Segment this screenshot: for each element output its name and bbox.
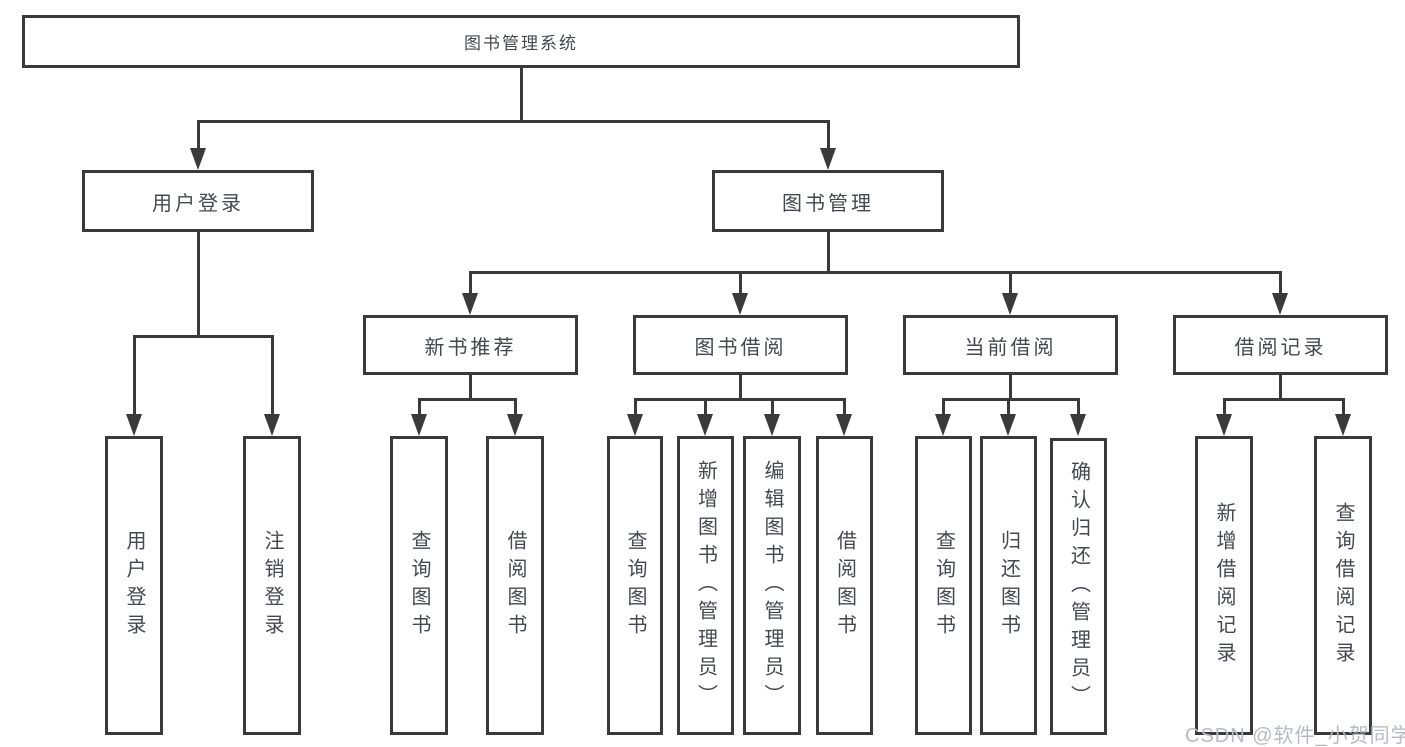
node-user-login: 用户登录 <box>82 170 314 232</box>
arrowhead-down <box>836 414 852 436</box>
leaf-add-borrow-record: 新增借阅记录 <box>1195 436 1253 735</box>
connector-drop <box>514 398 517 415</box>
node-root: 图书管理系统 <box>22 15 1020 68</box>
leaf-user-login-label: 用户登录 <box>123 529 145 642</box>
leaf-return-book-label: 归还图书 <box>997 529 1020 642</box>
connector-drop <box>1009 271 1012 295</box>
connector-drop <box>133 335 136 415</box>
leaf-return-book: 归还图书 <box>980 436 1037 735</box>
arrowhead-down <box>1002 293 1018 315</box>
leaf-borrow-books-recommend: 借阅图书 <box>486 436 544 735</box>
node-user-login-label: 用户登录 <box>152 192 244 215</box>
leaf-query-books-borrow-label: 查询图书 <box>624 529 646 642</box>
connector-drop <box>1279 271 1282 295</box>
leaf-query-books-borrow: 查询图书 <box>607 436 663 735</box>
connector-new-book-rail <box>419 398 517 401</box>
connector-drop <box>1342 398 1345 415</box>
leaf-borrow-books-recommend-label: 借阅图书 <box>504 529 526 642</box>
arrowhead-down <box>764 414 780 436</box>
leaf-query-borrow-record: 查询借阅记录 <box>1314 436 1372 735</box>
arrowhead-down <box>190 148 206 170</box>
connector-drop <box>1077 398 1080 415</box>
arrowhead-down <box>1272 293 1288 315</box>
node-book-borrow-label: 图书借阅 <box>694 336 787 359</box>
connector-book-management-rail <box>470 271 1282 274</box>
arrowhead-down <box>1070 414 1086 436</box>
connector-drop <box>634 398 637 415</box>
arrowhead-down <box>820 148 836 170</box>
arrowhead-down <box>126 414 142 436</box>
leaf-query-books-recommend: 查询图书 <box>390 436 448 735</box>
leaf-confirm-return-admin-label: 确认归还（管理员） <box>1067 460 1090 713</box>
leaf-query-books-current-label: 查询图书 <box>932 529 955 642</box>
connector-root-stub <box>520 68 523 123</box>
leaf-logout: 注销登录 <box>243 436 301 735</box>
connector-drop <box>739 271 742 295</box>
leaf-add-book-admin-label: 新增图书（管理员） <box>694 459 717 712</box>
connector-current-borrow-stub <box>1009 375 1012 401</box>
connector-drop <box>704 398 707 415</box>
arrowhead-down <box>462 293 478 315</box>
connector-drop <box>418 398 421 415</box>
node-current-borrow: 当前借阅 <box>903 315 1118 375</box>
arrowhead-down <box>1335 414 1351 436</box>
leaf-edit-book-admin: 编辑图书（管理员） <box>743 436 801 735</box>
leaf-query-books-recommend-label: 查询图书 <box>408 529 430 642</box>
connector-book-borrow-stub <box>739 375 742 401</box>
leaf-query-books-current: 查询图书 <box>915 436 972 735</box>
arrowhead-down <box>935 414 951 436</box>
node-new-book-recommend-label: 新书推荐 <box>424 336 517 359</box>
connector-drop <box>827 120 830 150</box>
connector-book-management-stub <box>827 232 830 274</box>
arrowhead-down <box>264 414 280 436</box>
connector-borrow-records-stub <box>1279 375 1282 401</box>
connector-drop <box>771 398 774 415</box>
leaf-edit-book-admin-label: 编辑图书（管理员） <box>761 459 783 712</box>
leaf-query-borrow-record-label: 查询借阅记录 <box>1332 501 1354 670</box>
arrowhead-down <box>732 293 748 315</box>
connector-drop <box>942 398 945 415</box>
connector-drop <box>469 271 472 295</box>
arrowhead-down <box>1000 414 1016 436</box>
arrowhead-down <box>507 414 523 436</box>
connector-book-borrow-rail <box>635 398 846 401</box>
node-root-label: 图书管理系统 <box>464 34 578 53</box>
node-book-borrow: 图书借阅 <box>633 315 848 375</box>
arrowhead-down <box>627 414 643 436</box>
connector-root-rail <box>198 120 830 123</box>
connector-new-book-stub <box>469 375 472 401</box>
leaf-add-borrow-record-label: 新增借阅记录 <box>1213 501 1235 670</box>
leaf-logout-label: 注销登录 <box>261 529 283 642</box>
node-book-management: 图书管理 <box>712 170 944 232</box>
connector-drop <box>843 398 846 415</box>
node-borrow-records: 借阅记录 <box>1173 315 1388 375</box>
node-borrow-records-label: 借阅记录 <box>1234 336 1327 359</box>
connector-user-login-stub <box>197 232 200 338</box>
connector-drop <box>271 335 274 415</box>
arrowhead-down <box>1216 414 1232 436</box>
connector-drop <box>197 120 200 150</box>
leaf-borrow-books-borrow: 借阅图书 <box>816 436 873 735</box>
leaf-add-book-admin: 新增图书（管理员） <box>677 436 734 735</box>
leaf-confirm-return-admin: 确认归还（管理员） <box>1050 438 1107 735</box>
node-book-management-label: 图书管理 <box>782 192 874 215</box>
arrowhead-down <box>697 414 713 436</box>
connector-drop <box>1007 398 1010 415</box>
arrowhead-down <box>411 414 427 436</box>
leaf-borrow-books-borrow-label: 借阅图书 <box>833 529 856 642</box>
node-current-borrow-label: 当前借阅 <box>964 336 1057 359</box>
connector-current-borrow-rail <box>943 398 1080 401</box>
connector-drop <box>1223 398 1226 415</box>
watermark: CSDN @软件_小贺同学 <box>1185 725 1405 747</box>
connector-user-login-rail <box>134 335 274 338</box>
node-new-book-recommend: 新书推荐 <box>363 315 578 375</box>
leaf-user-login: 用户登录 <box>105 436 163 735</box>
connector-borrow-records-rail <box>1224 398 1345 401</box>
